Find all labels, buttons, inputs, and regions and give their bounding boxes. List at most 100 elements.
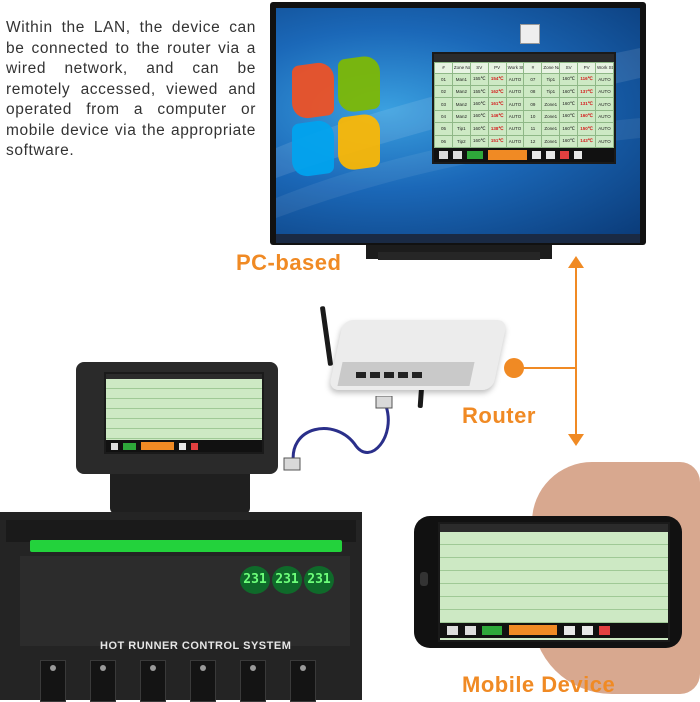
- card-slot: [240, 660, 266, 702]
- mobile-zone-table: [440, 532, 668, 623]
- phone-home-button[interactable]: [420, 572, 428, 586]
- controller-label: HOT RUNNER CONTROL SYSTEM: [100, 640, 292, 652]
- table-cell: 138℃: [487, 122, 507, 136]
- pc-control-panel[interactable]: # Zone Name SV PV Work Status # Zone Nam…: [432, 52, 616, 164]
- unit-zone-table: [106, 379, 262, 441]
- status-light-strip: [30, 540, 342, 552]
- settings-icon[interactable]: [545, 150, 555, 160]
- windows-logo-icon: [292, 54, 384, 187]
- table-cell: 160℃: [469, 134, 489, 148]
- table-cell: 162℃: [487, 84, 507, 99]
- col-header: PV: [577, 61, 597, 74]
- play-button[interactable]: [482, 625, 503, 635]
- col-header: Work Status: [505, 61, 525, 74]
- table-cell: 131℃: [577, 97, 597, 111]
- col-header: Work Status: [595, 61, 614, 74]
- table-cell: 143℃: [577, 134, 597, 148]
- table-cell: Tip2: [451, 134, 471, 148]
- table-cell: Zone1: [541, 97, 561, 111]
- table-cell: AUTO: [595, 97, 614, 111]
- router-port: [370, 372, 380, 378]
- table-cell: AUTO: [595, 84, 614, 99]
- table-cell: 116℃: [577, 72, 597, 86]
- table-cell: 160℃: [559, 122, 579, 136]
- table-cell: Man2: [451, 97, 471, 111]
- table-cell: AUTO: [505, 109, 525, 124]
- table-cell: 161℃: [487, 97, 507, 111]
- router-port: [398, 372, 408, 378]
- cabinet-top: [6, 520, 356, 542]
- router-antenna-left: [319, 305, 334, 367]
- table-cell: 01: [434, 72, 453, 86]
- alarm-icon[interactable]: [190, 442, 199, 450]
- panel-title-bar: [434, 54, 614, 62]
- mobile-toolbar: [440, 622, 668, 638]
- cabinet-face: [20, 556, 350, 646]
- chart-icon[interactable]: [563, 625, 576, 635]
- mobile-label: Mobile Device: [462, 672, 616, 697]
- table-cell: 155℃: [469, 72, 489, 86]
- temperature-display: 231: [304, 566, 334, 594]
- col-header: PV: [487, 61, 507, 74]
- table-cell: Tip1: [541, 84, 561, 99]
- table-cell: AUTO: [595, 122, 614, 136]
- table-cell: AUTO: [505, 134, 525, 148]
- mobile-control-panel[interactable]: [438, 522, 670, 642]
- table-cell: AUTO: [505, 72, 525, 86]
- table-cell: 11: [523, 122, 543, 136]
- router-port: [384, 372, 394, 378]
- col-header: SV: [469, 61, 489, 74]
- chart-icon[interactable]: [531, 150, 541, 160]
- pause-button[interactable]: [110, 442, 119, 450]
- table-cell: 09: [523, 97, 543, 111]
- view-icon[interactable]: [573, 150, 583, 160]
- table-cell: 160℃: [559, 134, 579, 148]
- router-connector-line: [514, 367, 576, 369]
- tablet-stand: [110, 470, 250, 514]
- pause-button[interactable]: [446, 625, 458, 635]
- table-cell: 02: [434, 84, 453, 99]
- double-arrow-line: [575, 262, 577, 440]
- arrow-up-icon: [568, 256, 584, 268]
- stop-button[interactable]: [464, 625, 476, 635]
- play-button[interactable]: [122, 442, 137, 450]
- card-slot: [190, 660, 216, 702]
- col-header: #: [523, 61, 543, 74]
- arrow-down-icon: [568, 434, 584, 446]
- pause-button[interactable]: [439, 150, 449, 160]
- alarm-icon[interactable]: [599, 625, 611, 635]
- stop-button[interactable]: [453, 150, 463, 160]
- unit-toolbar: [106, 440, 262, 452]
- settings-icon[interactable]: [178, 442, 187, 450]
- table-cell: AUTO: [505, 122, 525, 136]
- table-cell: 160℃: [559, 84, 579, 99]
- table-cell: 12: [523, 134, 543, 148]
- panel-toolbar: [434, 147, 614, 162]
- table-cell: 160℃: [559, 109, 579, 124]
- table-cell: 08: [523, 84, 543, 99]
- table-cell: AUTO: [595, 109, 614, 124]
- table-cell: Man2: [451, 84, 471, 99]
- card-slot: [40, 660, 66, 702]
- table-cell: 03: [434, 97, 453, 111]
- table-cell: Tip1: [541, 72, 561, 86]
- table-cell: AUTO: [505, 97, 525, 111]
- zone-table-header: # Zone Name SV PV Work Status # Zone Nam…: [434, 61, 614, 74]
- card-slot: [90, 660, 116, 702]
- desktop-app-icon[interactable]: [520, 24, 540, 44]
- taskbar: [276, 234, 640, 243]
- col-header: Zone Name: [541, 61, 561, 74]
- table-cell: 160℃: [469, 97, 489, 111]
- table-cell: 137℃: [577, 84, 597, 99]
- play-button[interactable]: [467, 150, 483, 160]
- unit-control-panel[interactable]: [104, 372, 264, 454]
- table-cell: Zone1: [541, 122, 561, 136]
- alarm-icon[interactable]: [559, 150, 569, 160]
- settings-icon[interactable]: [581, 625, 593, 635]
